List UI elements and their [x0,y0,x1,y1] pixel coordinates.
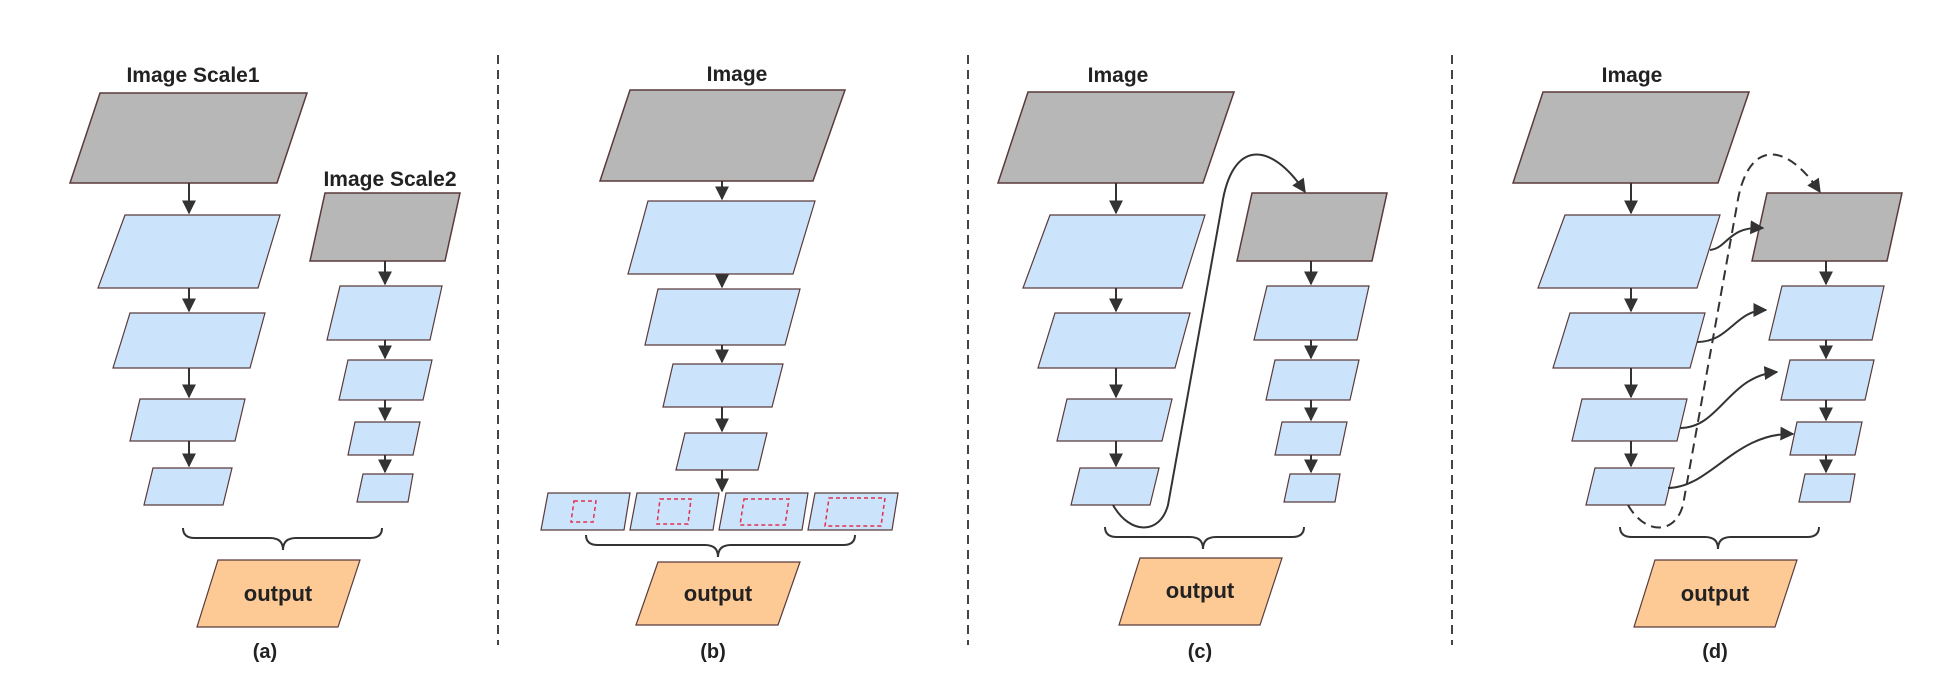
image-block [68,92,309,184]
lateral-connection [1696,303,1768,343]
image-block [1511,91,1751,184]
region-block [540,492,631,531]
feature-block [1022,214,1206,289]
feature-block [97,214,281,289]
lateral-connection [1667,426,1795,489]
feature-block [1037,312,1191,369]
image-block [1236,192,1388,262]
feature-block [627,200,816,275]
feature-block [1780,359,1875,401]
feature-block [1552,312,1706,369]
panel-d: Image output (d) [1511,64,1903,663]
panel-caption: (c) [1188,641,1212,663]
feature-block [112,312,266,369]
feature-block [326,285,443,341]
output-label: output [1166,578,1235,603]
skip-connection [1627,153,1821,529]
feature-block [675,432,768,471]
feature-block [129,398,246,442]
lateral-connection [1679,366,1779,429]
panel-caption: (d) [1702,641,1728,663]
feature-block [347,421,421,456]
region-block [807,492,899,531]
image-block [309,192,461,262]
image-block [1751,192,1903,262]
image-block [996,91,1236,184]
panel-caption: (b) [700,641,726,663]
feature-block [1768,285,1885,341]
region-box [739,498,790,526]
output-block [1118,557,1283,626]
panel-a: Image Scale1 Image Scale2 output (a) [68,64,461,663]
feature-block [356,473,414,503]
image-label: Image [1602,64,1663,87]
output-block [196,559,361,628]
image-label: Image Scale2 [323,168,456,191]
image-block [598,89,847,182]
panel-caption: (a) [253,641,277,663]
feature-block [1571,398,1688,442]
region-box [824,497,886,527]
region-block [629,492,720,531]
output-block [1633,559,1798,628]
image-label: Image [1088,64,1149,87]
brace [182,527,383,551]
feature-block [644,288,801,346]
feature-block [1537,214,1721,289]
feature-block [143,467,233,506]
output-block [635,561,801,626]
feature-block [338,359,433,401]
feature-block [1253,285,1370,341]
feature-block [1585,467,1675,506]
region-box [656,498,692,525]
feature-block [1274,421,1348,456]
brace [1619,526,1820,550]
feature-block [1798,473,1856,503]
feature-block [1789,421,1863,456]
panel-b: Image output (b) [540,63,899,663]
region-box [570,500,597,523]
panel-c: Image output (c) [996,64,1388,663]
brace [585,534,856,558]
feature-block [662,363,784,408]
output-label: output [1681,581,1750,606]
image-label: Image Scale1 [126,64,259,87]
feature-block [1283,473,1341,503]
feature-block [1265,359,1360,401]
brace [1104,526,1305,550]
lateral-connection [1709,220,1765,251]
feature-block [1056,398,1173,442]
output-label: output [244,581,313,606]
image-label: Image [707,63,768,86]
feature-block [1070,467,1160,506]
skip-connection [1112,153,1306,529]
output-label: output [684,581,753,606]
